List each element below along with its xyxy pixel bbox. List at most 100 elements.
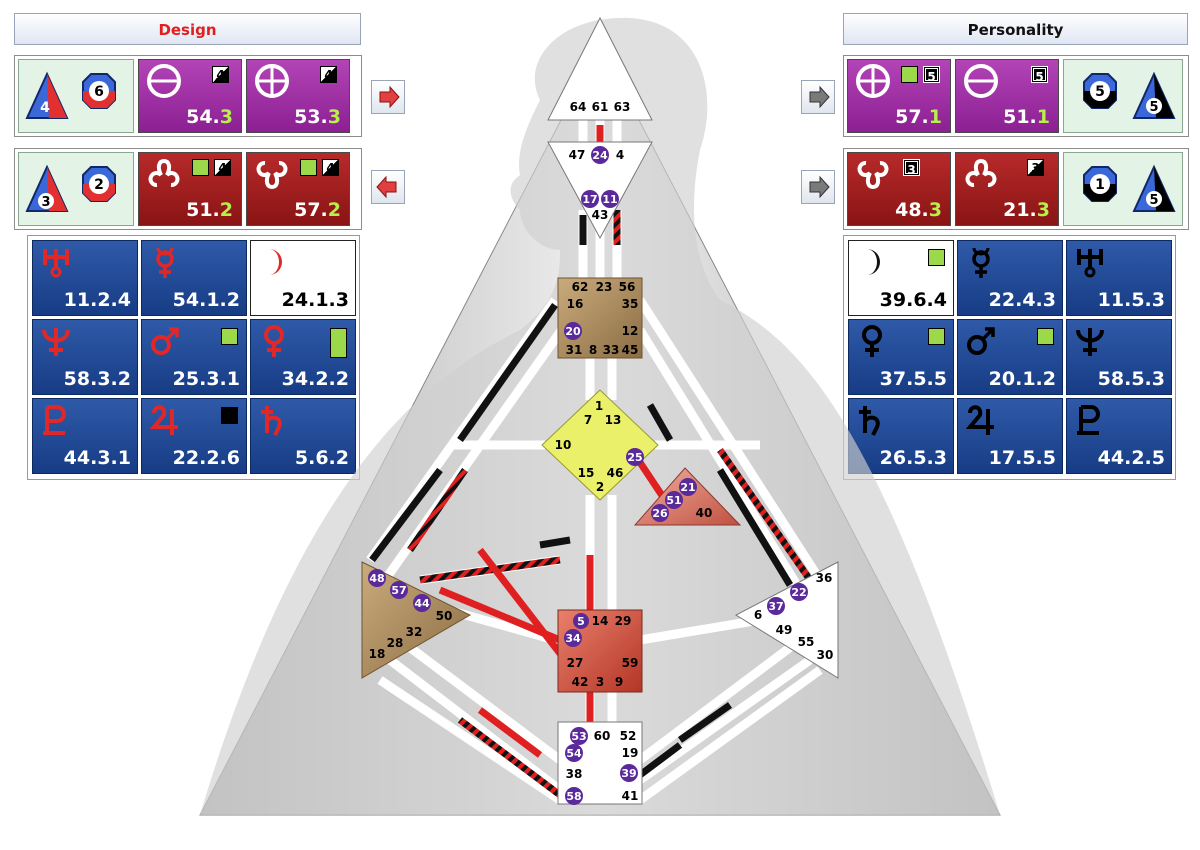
throat-gate: 20 xyxy=(565,325,581,338)
personality-jupiter-cell[interactable]: 17.5.5 xyxy=(957,398,1063,474)
gate-value: 57.1 xyxy=(895,106,942,128)
saturn-icon xyxy=(859,406,880,436)
design-mars-cell[interactable]: 25.3.1 xyxy=(141,319,247,395)
design-row-2: 3 2 4 51.2 4 57.2 xyxy=(14,148,362,230)
root-gate-badge xyxy=(565,744,583,762)
venus-icon xyxy=(862,325,882,357)
up-down-arrow-icon xyxy=(330,328,347,358)
throat-gate: 8 xyxy=(589,343,597,357)
heart-gate-badge xyxy=(651,504,669,522)
design-neptune-cell[interactable]: 58.3.2 xyxy=(32,319,138,395)
design-header: Design xyxy=(14,13,361,45)
root-gate: 60 xyxy=(594,729,611,743)
arrow-right-icon xyxy=(809,175,830,199)
g-gate: 10 xyxy=(555,438,572,452)
personality-uranus-cell[interactable]: 11.5.3 xyxy=(1066,240,1172,316)
moon-icon xyxy=(269,249,282,275)
personality-sun-cell[interactable]: 5 57.1 xyxy=(847,59,951,133)
design-row-1: 4 6 4 54.3 4 53.3 xyxy=(14,55,362,137)
g-gate: 46 xyxy=(607,466,624,480)
head-center[interactable] xyxy=(547,16,653,121)
design-uranus-cell[interactable]: 11.2.4 xyxy=(32,240,138,316)
g-gate: 13 xyxy=(605,413,622,427)
spleen-gate: 57 xyxy=(391,584,406,597)
gate-value: 57.2 xyxy=(294,199,341,221)
bodygraph: 64 61 63 47 24 4 17 11 43 62 23 56 16 35… xyxy=(199,16,1001,816)
personality-header: Personality xyxy=(843,13,1188,45)
design-mercury-cell[interactable]: 54.1.2 xyxy=(141,240,247,316)
gate-value: 44.3.1 xyxy=(63,447,131,469)
personality-north-node-cell[interactable]: 3 21.3 xyxy=(955,152,1059,226)
ajna-gate-badge xyxy=(591,146,609,164)
throat-center[interactable] xyxy=(557,277,643,359)
gate-value: 51.1 xyxy=(1003,106,1050,128)
personality-pluto-cell[interactable]: 44.2.5 xyxy=(1066,398,1172,474)
personality-south-node-cell[interactable]: 3 48.3 xyxy=(847,152,951,226)
sacral-gate: 3 xyxy=(596,675,604,689)
personality-row-2: 3 48.3 3 21.3 1 5 xyxy=(843,148,1189,230)
design-arrows-icon-2: 3 2 xyxy=(25,164,116,212)
g-gate: 1 xyxy=(595,399,603,413)
line-box: 3 xyxy=(1027,159,1044,176)
personality-mars-cell[interactable]: 20.1.2 xyxy=(957,319,1063,395)
design-venus-cell[interactable]: 34.2.2 xyxy=(250,319,356,395)
ajna-gate-badge xyxy=(581,190,599,208)
design-south-node-cell[interactable]: 4 57.2 xyxy=(246,152,350,226)
design-earth-cell[interactable]: 4 54.3 xyxy=(138,59,242,133)
throat-gate: 35 xyxy=(622,297,639,311)
design-moon-cell[interactable]: 24.1.3 xyxy=(250,240,356,316)
heart-gate: 40 xyxy=(696,506,713,520)
sacral-center[interactable] xyxy=(557,609,643,693)
personality-moon-cell[interactable]: 39.6.4 xyxy=(848,240,954,316)
ajna-center[interactable] xyxy=(547,141,653,240)
personality-venus-cell[interactable]: 37.5.5 xyxy=(848,319,954,395)
sacral-gate: 59 xyxy=(622,656,639,670)
gate-value: 54.3 xyxy=(186,106,233,128)
svg-text:6: 6 xyxy=(94,84,104,100)
solar-plexus-center[interactable] xyxy=(734,561,839,679)
uranus-icon xyxy=(43,249,69,278)
spleen-gate: 32 xyxy=(406,625,423,639)
gate-value: 25.3.1 xyxy=(172,368,240,390)
design-saturn-cell[interactable]: 5.6.2 xyxy=(250,398,356,474)
design-next-button[interactable] xyxy=(371,80,405,114)
spleen-gate-badge xyxy=(390,581,408,599)
design-jupiter-cell[interactable]: 22.2.6 xyxy=(141,398,247,474)
spleen-center[interactable] xyxy=(361,561,472,679)
design-north-node-cell[interactable]: 4 51.2 xyxy=(138,152,242,226)
personality-mercury-cell[interactable]: 22.4.3 xyxy=(957,240,1063,316)
gate-value: 58.5.3 xyxy=(1097,368,1165,390)
design-sun-cell[interactable]: 4 53.3 xyxy=(246,59,350,133)
personality-arrows-icon-2: 1 5 xyxy=(1083,164,1176,212)
gate-value: 26.5.3 xyxy=(879,447,947,469)
design-prev-button[interactable] xyxy=(371,170,405,204)
svg-text:3: 3 xyxy=(41,195,50,210)
root-gate-badge xyxy=(620,764,638,782)
personality-saturn-cell[interactable]: 26.5.3 xyxy=(848,398,954,474)
uranus-icon xyxy=(1077,249,1103,278)
solar-gate: 37 xyxy=(768,600,783,613)
personality-arrows-cell-2: 1 5 xyxy=(1063,152,1183,226)
design-arrows-cell-2: 3 2 xyxy=(18,152,134,226)
arrow-right-icon xyxy=(809,85,830,109)
throat-gate: 16 xyxy=(567,297,584,311)
g-center[interactable] xyxy=(541,389,659,501)
throat-gate: 12 xyxy=(622,324,639,338)
personality-neptune-cell[interactable]: 58.5.3 xyxy=(1066,319,1172,395)
south-node-icon xyxy=(857,161,889,190)
gate-value: 21.3 xyxy=(1003,199,1050,221)
gate-value: 20.1.2 xyxy=(988,368,1056,390)
design-arrows-icon: 4 6 xyxy=(25,71,116,119)
personality-prev-button[interactable] xyxy=(801,170,835,204)
throat-gate: 62 xyxy=(572,280,589,294)
root-gate: 53 xyxy=(571,730,586,743)
gate-value: 22.2.6 xyxy=(172,447,240,469)
design-pluto-cell[interactable]: 44.3.1 xyxy=(32,398,138,474)
personality-next-button[interactable] xyxy=(801,80,835,114)
gate-value: 51.2 xyxy=(186,199,233,221)
personality-arrows-icon: 5 5 xyxy=(1083,71,1176,119)
line-box: 3 xyxy=(903,159,920,177)
personality-earth-cell[interactable]: 5 51.1 xyxy=(955,59,1059,133)
gate-value: 54.1.2 xyxy=(172,289,240,311)
gate-value: 58.3.2 xyxy=(63,368,131,390)
